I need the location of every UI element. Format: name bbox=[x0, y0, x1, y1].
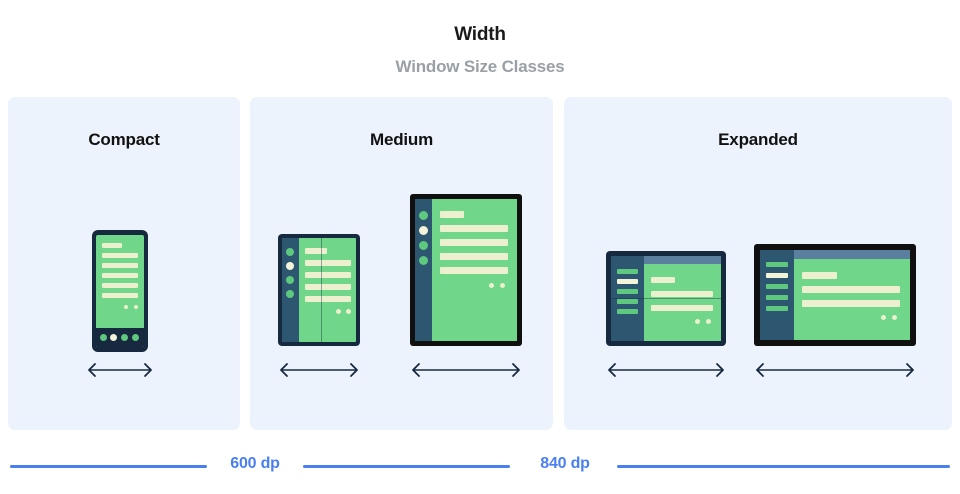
content-bar bbox=[102, 243, 122, 248]
page-title: Width bbox=[454, 24, 506, 45]
fab-dot bbox=[500, 283, 505, 288]
panel-compact: Compact bbox=[8, 97, 240, 430]
nav-dot bbox=[100, 334, 107, 341]
rail-dot bbox=[286, 290, 294, 298]
content-bar bbox=[305, 260, 351, 266]
fab-dot bbox=[892, 315, 897, 320]
header: Width Window Size Classes bbox=[0, 0, 960, 77]
rail-dot bbox=[419, 241, 428, 250]
nav-dot-active bbox=[110, 334, 117, 341]
content-bar bbox=[102, 293, 138, 298]
top-app-bar bbox=[794, 250, 910, 259]
foldable-screen bbox=[282, 238, 356, 342]
rail-dot bbox=[419, 211, 428, 220]
device-tablet-landscape-expanded bbox=[754, 244, 916, 346]
panel-label-expanded: Expanded bbox=[718, 130, 798, 149]
fab-dot bbox=[346, 309, 351, 314]
device-tablet-portrait-medium bbox=[410, 194, 522, 346]
foldable-screen bbox=[611, 256, 721, 341]
rail-bar-active bbox=[766, 273, 788, 278]
rail-dot bbox=[286, 276, 294, 284]
size-class-panels: Compact bbox=[0, 97, 960, 430]
fold-crease-horizontal bbox=[611, 298, 721, 299]
rail-dot-active bbox=[286, 262, 294, 270]
phone-screen bbox=[96, 235, 144, 347]
fab-dot bbox=[124, 305, 128, 309]
content-bar bbox=[802, 300, 900, 307]
panel-medium: Medium bbox=[250, 97, 553, 430]
fab-dot bbox=[489, 283, 494, 288]
measure-line-mid-left bbox=[303, 465, 510, 468]
rail-dot bbox=[419, 256, 428, 265]
navigation-rail bbox=[611, 256, 644, 341]
fab-dot bbox=[134, 305, 138, 309]
rail-bar bbox=[766, 306, 788, 311]
nav-dot bbox=[132, 334, 139, 341]
rail-bar bbox=[766, 295, 788, 300]
content-bar bbox=[440, 211, 464, 218]
width-arrow-compact bbox=[84, 359, 156, 381]
content-bar bbox=[102, 273, 138, 278]
top-app-bar bbox=[644, 256, 721, 264]
device-foldable-landscape-expanded bbox=[606, 251, 726, 346]
tablet-screen bbox=[760, 250, 910, 340]
rail-bar bbox=[617, 289, 638, 294]
width-arrow-expanded-tablet bbox=[752, 359, 918, 381]
rail-bar bbox=[766, 262, 788, 267]
device-phone-compact bbox=[92, 230, 148, 352]
content-bar bbox=[651, 305, 713, 311]
width-arrow-expanded-foldable bbox=[604, 359, 728, 381]
measure-line-left bbox=[10, 465, 207, 468]
measure-label-600dp: 600 dp bbox=[230, 455, 280, 472]
panel-label-medium: Medium bbox=[369, 130, 434, 149]
fab-dot bbox=[706, 319, 711, 324]
navigation-rail bbox=[282, 238, 299, 342]
rail-dot-active bbox=[419, 226, 428, 235]
content-bar bbox=[305, 272, 351, 278]
panel-label-compact: Compact bbox=[88, 130, 160, 149]
rail-bar bbox=[766, 284, 788, 289]
content-bar bbox=[440, 267, 508, 274]
content-bar bbox=[651, 291, 713, 297]
rail-bar bbox=[617, 299, 638, 304]
device-foldable-medium bbox=[278, 234, 360, 346]
content-bar bbox=[102, 263, 138, 268]
content-bar bbox=[440, 253, 508, 260]
rail-bar bbox=[617, 309, 638, 314]
content-bar bbox=[802, 286, 900, 293]
content-bar bbox=[802, 272, 837, 279]
measure-label-840dp: 840 dp bbox=[540, 455, 590, 472]
rail-dot bbox=[286, 248, 294, 256]
fab-dot bbox=[336, 309, 341, 314]
breakpoint-measures: 600 dp 840 dp bbox=[0, 445, 960, 494]
width-arrow-medium-foldable bbox=[276, 359, 362, 381]
measure-line-right bbox=[617, 465, 950, 468]
content-bar bbox=[102, 283, 138, 288]
page-subtitle: Window Size Classes bbox=[395, 57, 565, 76]
navigation-rail bbox=[415, 199, 432, 341]
tablet-screen bbox=[415, 199, 517, 341]
rail-bar-active bbox=[617, 279, 638, 284]
navigation-rail bbox=[760, 250, 794, 340]
width-arrow-medium-tablet bbox=[408, 359, 524, 381]
fold-crease-vertical bbox=[321, 238, 322, 342]
content-bar bbox=[440, 225, 508, 232]
content-bar bbox=[651, 277, 675, 283]
panel-expanded: Expanded bbox=[564, 97, 952, 430]
content-bar bbox=[305, 284, 351, 290]
content-bar bbox=[440, 239, 508, 246]
nav-dot bbox=[121, 334, 128, 341]
content-bar bbox=[305, 248, 327, 254]
fab-dot bbox=[695, 319, 700, 324]
content-bar bbox=[102, 253, 138, 258]
phone-bottom-navbar bbox=[96, 328, 144, 347]
rail-bar bbox=[617, 269, 638, 274]
fab-dot bbox=[881, 315, 886, 320]
content-bar bbox=[305, 296, 351, 302]
